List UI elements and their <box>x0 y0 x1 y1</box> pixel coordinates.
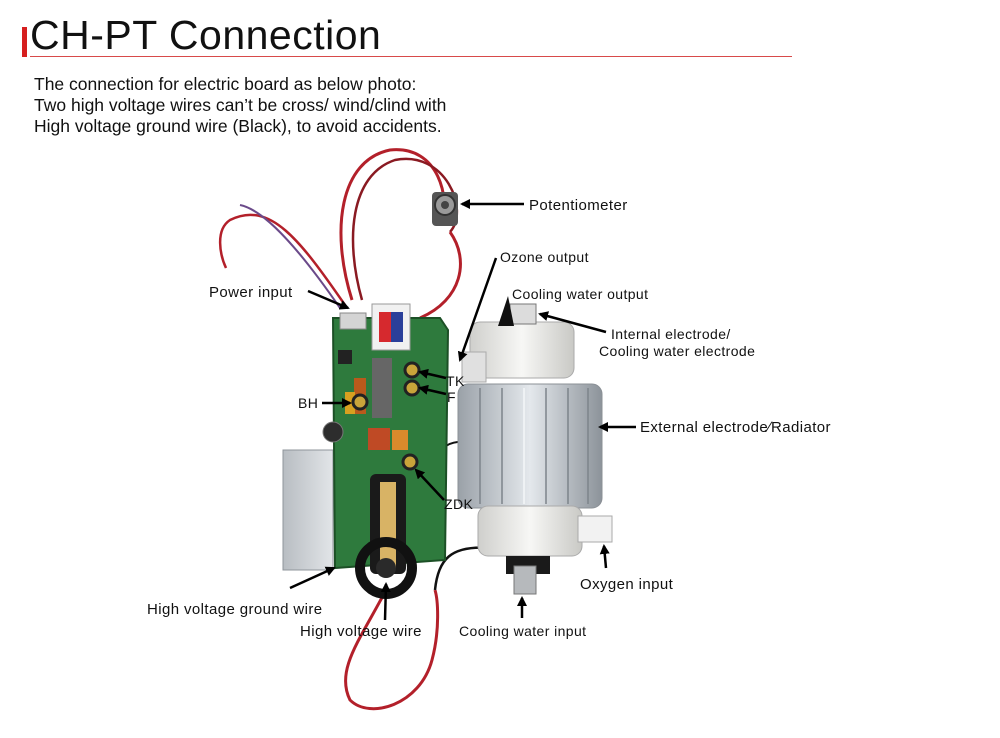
hv-wire-loop <box>344 589 440 711</box>
title-underline <box>30 56 792 57</box>
arrow-hv-ground-wire <box>289 566 336 590</box>
arrow-ozone-output <box>457 257 498 362</box>
intro-line-1: The connection for electric board as bel… <box>34 74 417 94</box>
label-f: F <box>447 389 456 405</box>
page-title: CH-PT Connection <box>30 12 382 58</box>
arrow-power-input <box>307 289 350 310</box>
arrow-hv-wire <box>380 582 391 621</box>
label-potentiometer: Potentiometer <box>529 197 628 214</box>
label-zdk: ZDK <box>444 496 473 512</box>
title-accent-bar <box>22 27 27 57</box>
arrow-tk <box>418 368 447 380</box>
label-bh: BH <box>298 395 318 411</box>
label-internal-electrode-line1: Internal electrode/ <box>611 326 731 342</box>
arrow-f <box>418 384 447 396</box>
arrow-zdk <box>414 468 445 501</box>
power-wire-dark <box>351 157 459 301</box>
label-hv-ground-wire: High voltage ground wire <box>147 601 323 618</box>
ozone-generator <box>457 296 613 595</box>
label-oxygen-input: Oxygen input <box>580 576 674 593</box>
arrow-oxygen-input <box>599 544 610 569</box>
label-internal-electrode-line2: Cooling water electrode <box>599 343 755 359</box>
label-tk: TK <box>446 373 465 389</box>
label-cooling-water-output: Cooling water output <box>512 286 648 302</box>
label-power-input: Power input <box>209 284 293 301</box>
intro-line-3: High voltage ground wire (Black), to avo… <box>34 116 442 136</box>
leader-arrows <box>289 199 636 621</box>
label-cooling-water-input: Cooling water input <box>459 623 586 639</box>
label-hv-wire: High voltage wire <box>300 623 422 640</box>
potentiometer-wire <box>419 231 462 320</box>
control-board <box>322 303 450 599</box>
label-ozone-output: Ozone output <box>500 249 589 265</box>
power-cable-purple <box>239 204 341 309</box>
power-cable-red <box>218 213 347 306</box>
intro-text: The connection for electric board as bel… <box>34 74 446 137</box>
pcb-heatsink <box>282 449 334 571</box>
label-external-electrode: External electrode∕Radiator <box>640 419 831 436</box>
potentiometer-part <box>432 192 458 226</box>
arrow-internal-electrode <box>538 311 607 334</box>
intro-line-2: Two high voltage wires can’t be cross/ w… <box>34 95 447 115</box>
